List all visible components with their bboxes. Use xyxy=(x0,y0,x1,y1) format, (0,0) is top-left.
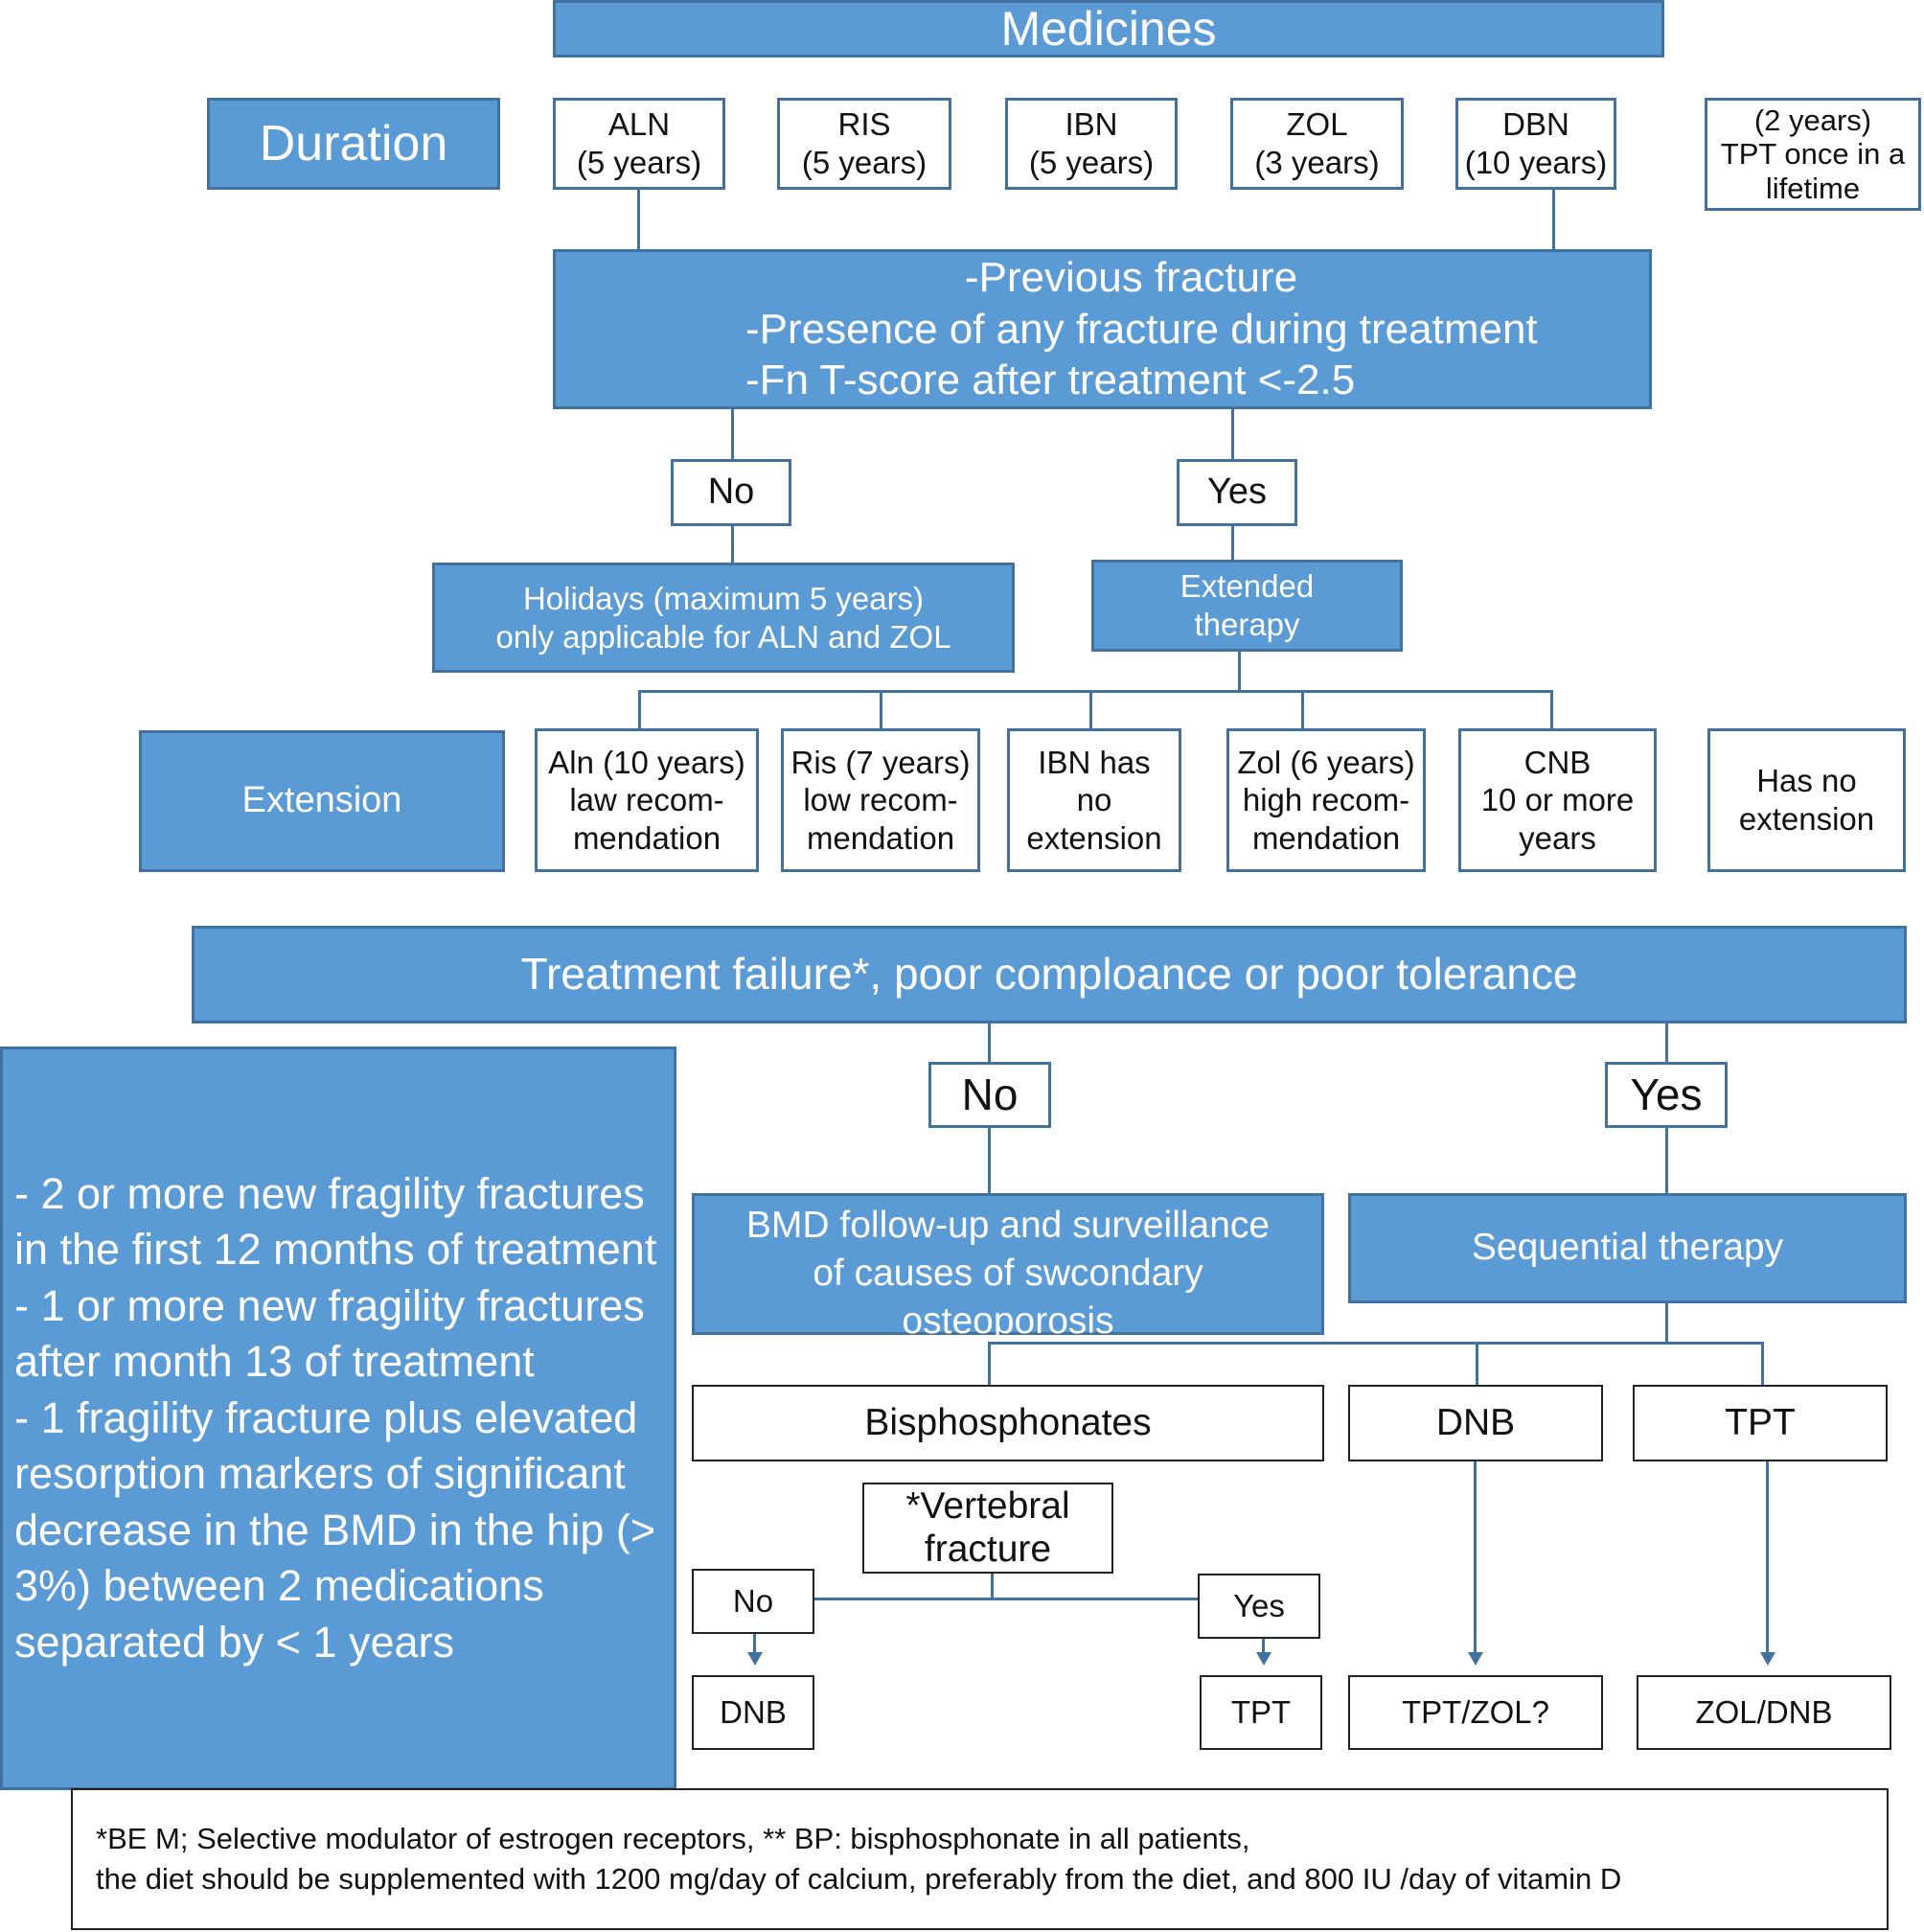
connector-yes-extended xyxy=(1231,526,1234,560)
result-tpt-zol: TPT/ZOL? xyxy=(1348,1675,1603,1750)
footnote-line-1: *BE M; Selective modulator of estrogen r… xyxy=(96,1822,1250,1856)
decision-yes: Yes xyxy=(1177,459,1297,526)
duration-label: Duration xyxy=(207,98,500,190)
connector-vertebral-down xyxy=(991,1574,994,1599)
connector-seq-tpt xyxy=(1761,1342,1764,1385)
duration-dbn: DBN (10 years) xyxy=(1455,98,1616,190)
criteria-line-fracture-during-treatment: -Presence of any fracture during treatme… xyxy=(745,305,1538,353)
duration-aln: ALN (5 years) xyxy=(553,98,725,190)
arrow-tpt-zoldnb xyxy=(1760,1652,1775,1666)
extension-label: Extension xyxy=(139,730,505,872)
extension-ris: Ris (7 years) low recom- mendation xyxy=(781,728,980,872)
connector-dbn-criteria xyxy=(1552,190,1555,249)
result-tpt: TPT xyxy=(1200,1675,1322,1750)
connector-ext-ris xyxy=(880,690,882,728)
dnb-box: DNB xyxy=(1348,1385,1603,1461)
extension-zol: Zol (6 years) high recom- mendation xyxy=(1226,728,1426,872)
connector-no-dnb xyxy=(753,1634,756,1653)
connector-seq-dnb xyxy=(1476,1342,1478,1385)
connector-ext-ibn xyxy=(1089,690,1092,728)
footnote-line-2: the diet should be supplemented with 120… xyxy=(96,1862,1622,1896)
vertebral-fracture-box: *Vertebral fracture xyxy=(862,1483,1113,1574)
holidays-box: Holidays (maximum 5 years) only applicab… xyxy=(432,563,1015,673)
connector-failure-yes xyxy=(1665,1024,1668,1062)
sequential-therapy-box: Sequential therapy xyxy=(1348,1193,1907,1303)
arrow-yes-tpt xyxy=(1256,1652,1271,1666)
vertebral-no: No xyxy=(692,1569,814,1634)
connector-yes-sequential xyxy=(1665,1128,1668,1193)
criteria-line-previous-fracture: -Previous fracture xyxy=(964,254,1298,301)
connector-sequential-bar xyxy=(988,1342,1764,1345)
extension-tpt: Has no extension xyxy=(1707,728,1906,872)
connector-no-bmd xyxy=(988,1128,991,1193)
extended-therapy-box: Extended therapy xyxy=(1091,560,1403,652)
failure-definition-box: - 2 or more new fragility fractures in t… xyxy=(0,1046,676,1790)
footnote-box: *BE M; Selective modulator of estrogen r… xyxy=(71,1788,1889,1930)
criteria-line-fn-tscore: -Fn T-score after treatment <-2.5 xyxy=(745,356,1356,404)
connector-ext-zol xyxy=(1301,690,1304,728)
connector-dnb-tptzol xyxy=(1474,1461,1477,1653)
extension-cnb: CNB 10 or more years xyxy=(1458,728,1657,872)
connector-criteria-yes xyxy=(1231,409,1234,459)
failure-no: No xyxy=(928,1062,1051,1128)
extension-aln: Aln (10 years) law recom- mendation xyxy=(535,728,759,872)
result-dnb: DNB xyxy=(692,1675,814,1750)
connector-seq-bisphosphonates xyxy=(988,1342,991,1385)
failure-yes: Yes xyxy=(1605,1062,1728,1128)
connector-failure-no xyxy=(988,1024,991,1062)
connector-criteria-no xyxy=(731,409,734,459)
bmd-followup-box: BMD follow-up and surveillance of causes… xyxy=(692,1193,1324,1342)
medicines-header: Medicines xyxy=(553,0,1664,58)
arrow-no-dnb xyxy=(747,1652,763,1666)
connector-aln-criteria xyxy=(637,190,640,249)
connector-no-holidays xyxy=(731,526,734,563)
connector-vertebral-split xyxy=(813,1598,1201,1600)
duration-ibn: IBN (5 years) xyxy=(1005,98,1178,190)
decision-no: No xyxy=(671,459,791,526)
bisphosphonates-box: Bisphosphonates xyxy=(692,1385,1324,1461)
connector-extension-bar xyxy=(638,690,1553,693)
duration-zol: ZOL (3 years) xyxy=(1230,98,1404,190)
connector-tpt-zoldnb xyxy=(1766,1461,1769,1653)
treatment-failure-box: Treatment failure*, poor comploance or p… xyxy=(192,926,1907,1024)
vertebral-yes: Yes xyxy=(1198,1574,1320,1639)
connector-sequential-down xyxy=(1665,1303,1668,1344)
connector-ext-aln xyxy=(638,690,641,728)
connector-yes-tpt xyxy=(1262,1639,1265,1653)
duration-ris: RIS (5 years) xyxy=(777,98,951,190)
arrow-dnb-tptzol xyxy=(1468,1652,1483,1666)
criteria-box: -Previous fracture -Presence of any frac… xyxy=(553,249,1652,409)
tpt-box: TPT xyxy=(1633,1385,1888,1461)
extension-ibn: IBN has no extension xyxy=(1007,728,1181,872)
duration-tpt: (2 years) TPT once in a lifetime xyxy=(1705,98,1921,211)
connector-extended-down xyxy=(1238,652,1241,692)
connector-ext-cnb xyxy=(1550,690,1553,728)
result-zol-dnb: ZOL/DNB xyxy=(1637,1675,1891,1750)
